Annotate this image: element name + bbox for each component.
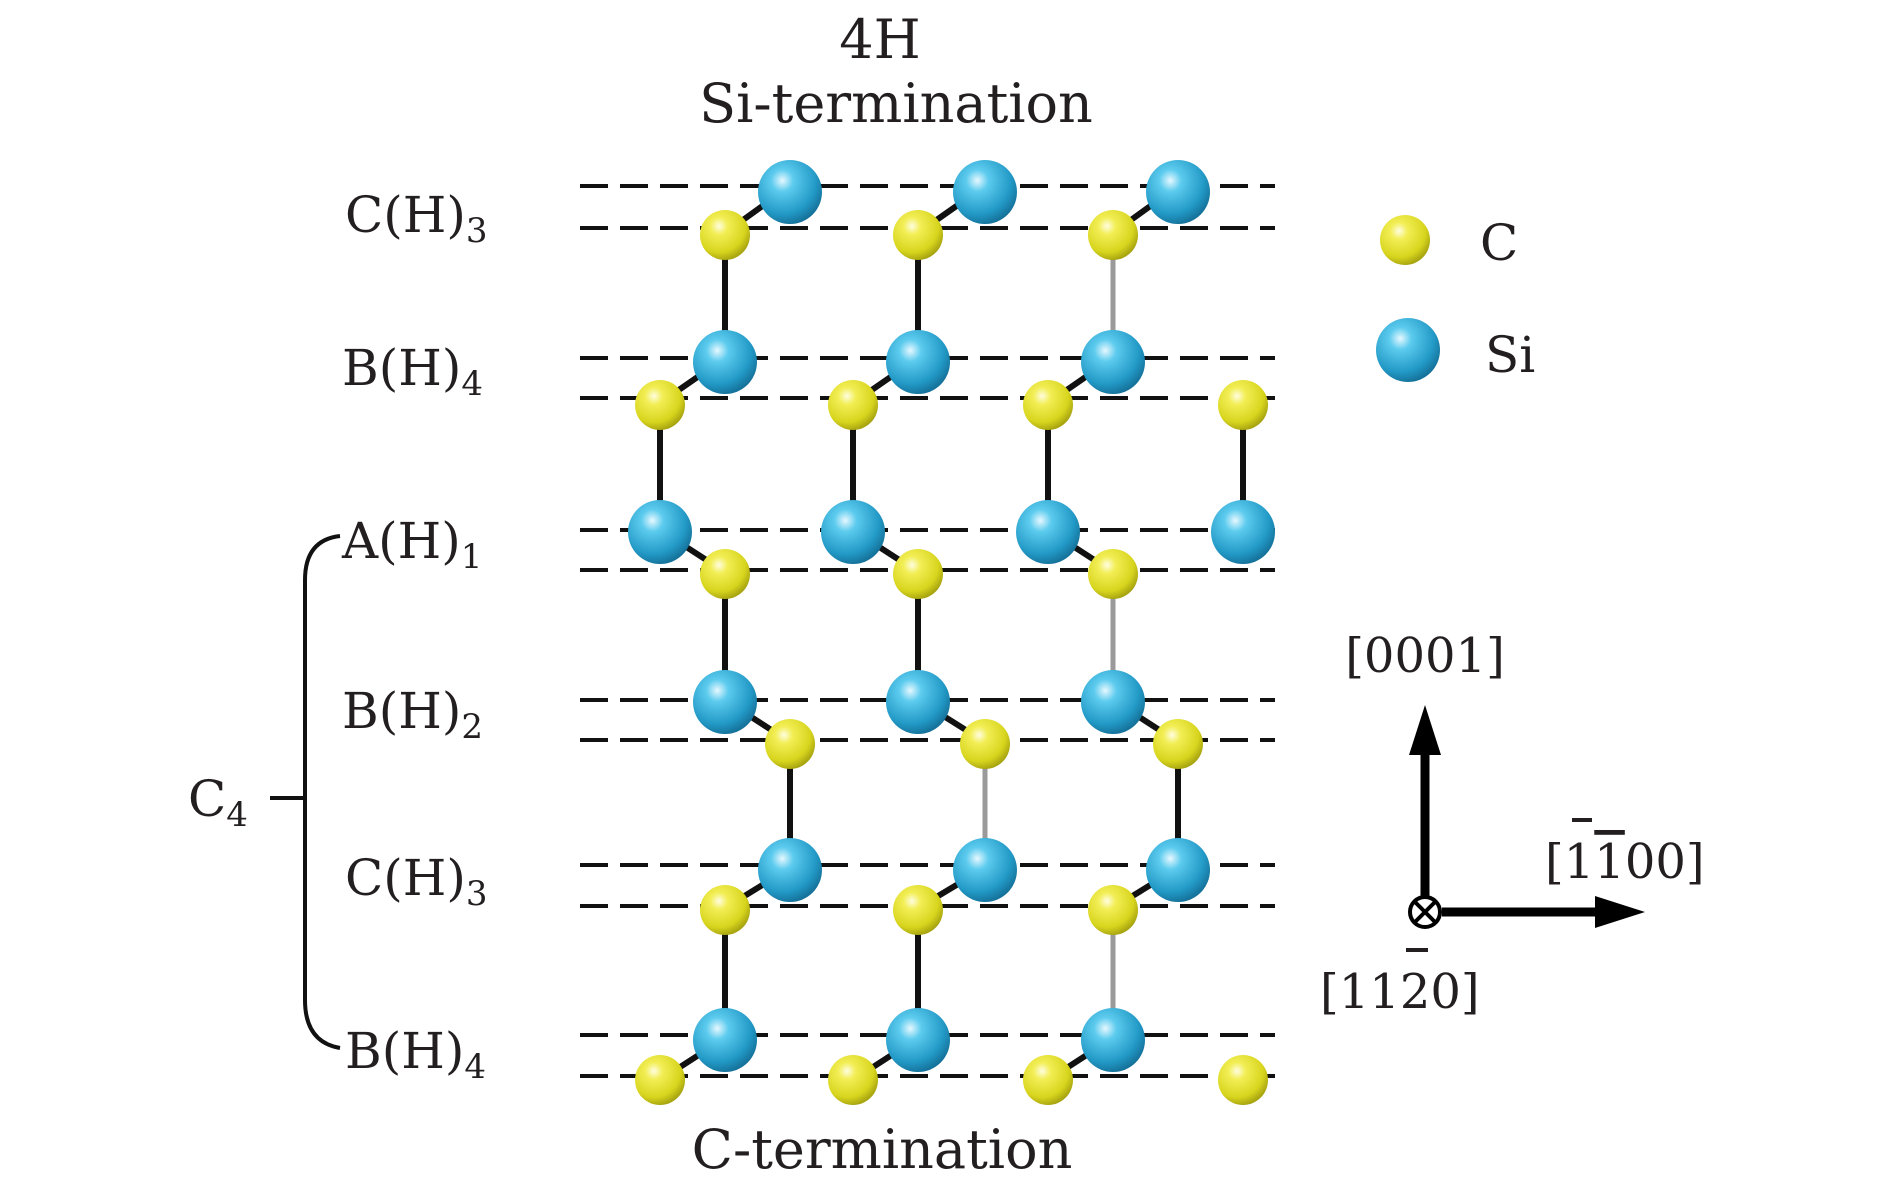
period-bracket: C4 (188, 534, 341, 1050)
legend: C Si (1376, 214, 1535, 384)
si-atom (886, 330, 950, 394)
si-atom (821, 500, 885, 564)
axis-11-20-label: [1120] (1320, 964, 1480, 1020)
si-atom (1081, 1008, 1145, 1072)
layer-label: B(H)4 (342, 339, 483, 404)
c-atom (635, 1055, 685, 1105)
diagram-title: 4H (839, 8, 920, 71)
si-atom (1146, 838, 1210, 902)
layer-label: B(H)2 (342, 682, 483, 747)
legend-c-atom (1380, 215, 1430, 265)
si-atom (628, 500, 692, 564)
crystal-axes: [0001] [1100] [1120] (1320, 628, 1705, 1020)
c-atom (1088, 210, 1138, 260)
c-atom (700, 885, 750, 935)
atomic-bonds (657, 183, 1246, 1083)
c-atom (893, 549, 943, 599)
c-atom (1153, 719, 1203, 769)
layer-labels: C(H)3 B(H)4 A(H)1 B(H)2 C(H)3 B(H)4 (341, 186, 488, 1087)
c-atom (1218, 1055, 1268, 1105)
c-atom (1023, 1055, 1073, 1105)
c-atom (1088, 549, 1138, 599)
c-atom (1088, 885, 1138, 935)
c-atom (700, 549, 750, 599)
c-atom (635, 380, 685, 430)
top-termination-label: Si-termination (699, 72, 1093, 135)
c-atom (1023, 380, 1073, 430)
si-atom (1016, 500, 1080, 564)
atoms (628, 160, 1275, 1105)
legend-c-label: C (1480, 214, 1518, 272)
c-atom (828, 380, 878, 430)
bracket-label: C4 (188, 770, 248, 835)
layer-label: C(H)3 (345, 186, 488, 251)
c-atom (893, 885, 943, 935)
si-atom (953, 160, 1017, 224)
si-atom (886, 1008, 950, 1072)
legend-si-atom (1376, 318, 1440, 382)
si-atom (693, 330, 757, 394)
layer-label: B(H)4 (345, 1022, 486, 1087)
c-atom (960, 719, 1010, 769)
layer-label: A(H)1 (341, 512, 482, 577)
c-atom (893, 210, 943, 260)
c-atom (700, 210, 750, 260)
si-atom (758, 160, 822, 224)
legend-si-label: Si (1485, 326, 1535, 384)
c-atom (1218, 380, 1268, 430)
si-atom (758, 838, 822, 902)
into-page-icon (1408, 895, 1442, 929)
up-arrowhead (1409, 705, 1441, 755)
axis-1-100-label: [1100] (1545, 834, 1705, 890)
layer-guide-lines (580, 184, 1275, 1078)
si-atom (953, 838, 1017, 902)
si-atom (1081, 670, 1145, 734)
si-atom (886, 670, 950, 734)
c-atom (765, 719, 815, 769)
layer-label: C(H)3 (345, 849, 488, 914)
bottom-termination-label: C-termination (692, 1118, 1073, 1181)
si-atom (1211, 500, 1275, 564)
axis-0001-label: [0001] (1345, 628, 1505, 684)
si-atom (1146, 160, 1210, 224)
si-atom (693, 1008, 757, 1072)
si-atom (693, 670, 757, 734)
c-atom (828, 1055, 878, 1105)
si-atom (1081, 330, 1145, 394)
right-arrowhead (1595, 896, 1645, 928)
